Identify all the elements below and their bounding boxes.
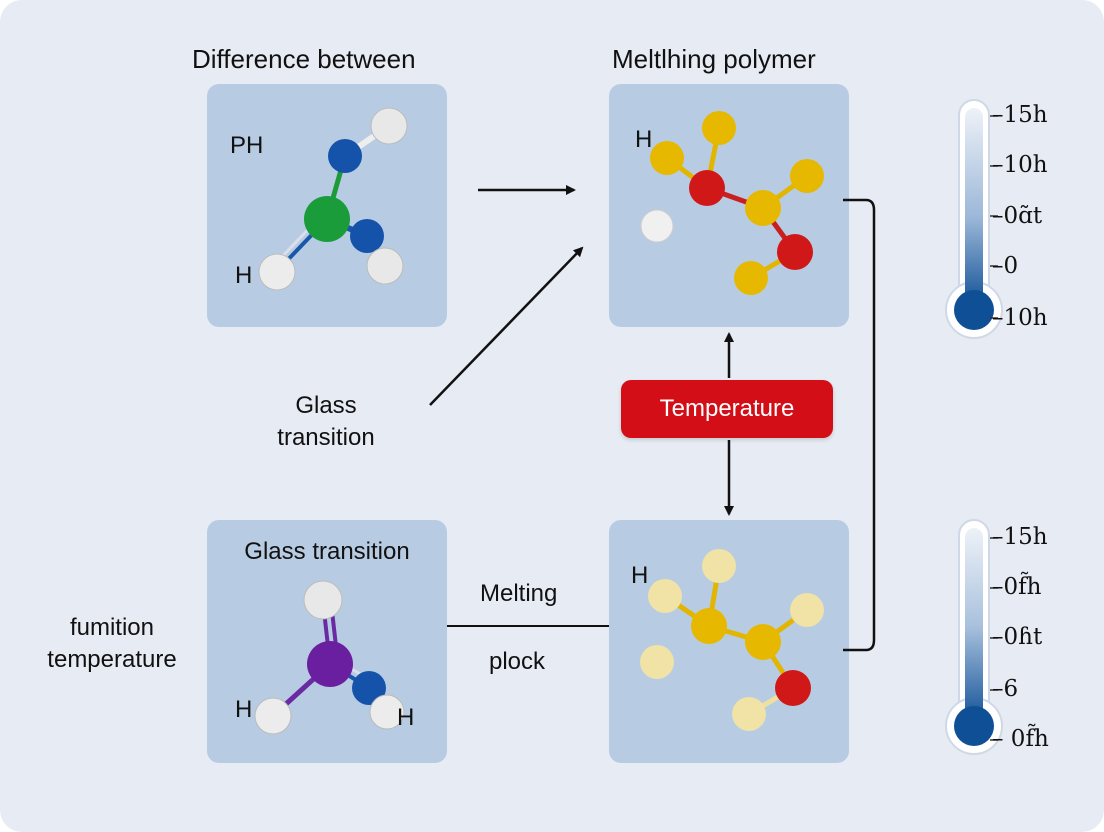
label-temperature: temperature xyxy=(47,646,177,673)
panel-title-glass-transition: Glass transition xyxy=(244,538,410,565)
molecule-melting-graphic xyxy=(640,549,824,731)
thermo-top-tick-3: –0ɑ̃t xyxy=(992,203,1043,229)
label-melting: Melting xyxy=(480,580,558,607)
label-h-right: H xyxy=(397,704,415,731)
molecule-panel-bottom-left: Glass transition H H xyxy=(207,520,447,763)
thermo-top-tick-5: –10h xyxy=(992,305,1048,331)
thermo-bottom-tick-5: – 0f̃h xyxy=(992,726,1049,752)
molecule-glass-graphic xyxy=(254,580,405,735)
label-ph: PH xyxy=(230,132,264,159)
thermo-bottom-tick-1: –15h xyxy=(992,524,1048,550)
label-transition: transition xyxy=(277,424,375,451)
thermo-top-tick-2: –10h xyxy=(992,152,1048,178)
label-fumition: fumition xyxy=(69,614,155,641)
temperature-badge: Temperature xyxy=(621,380,833,438)
label-glass: Glass xyxy=(295,392,357,419)
title-difference-between: Difference between xyxy=(192,44,416,74)
thermo-top-tick-1: –15h xyxy=(992,102,1048,128)
label-h: H xyxy=(635,126,653,153)
thermo-bottom-tick-2: –0f̃h xyxy=(992,574,1042,600)
molecule-panel-bottom-right: H xyxy=(609,520,849,763)
molecule-ph-graphic xyxy=(258,107,408,291)
thermo-bottom-tick-4: –6 xyxy=(992,676,1019,702)
thermo-bottom-tick-3: –0ɦt xyxy=(992,624,1043,650)
thermo-top-tick-4: –0 xyxy=(992,253,1019,279)
label-h: H xyxy=(235,262,253,289)
molecule-panel-top-right: H xyxy=(609,84,849,327)
label-h-left: H xyxy=(235,696,253,723)
molecule-polymer-graphic xyxy=(640,111,824,295)
label-plock: plock xyxy=(489,648,546,675)
label-h: H xyxy=(631,562,649,589)
molecule-panel-top-left: PH H xyxy=(207,84,447,327)
title-melting-polymer: Meltlhing polymer xyxy=(612,44,816,74)
